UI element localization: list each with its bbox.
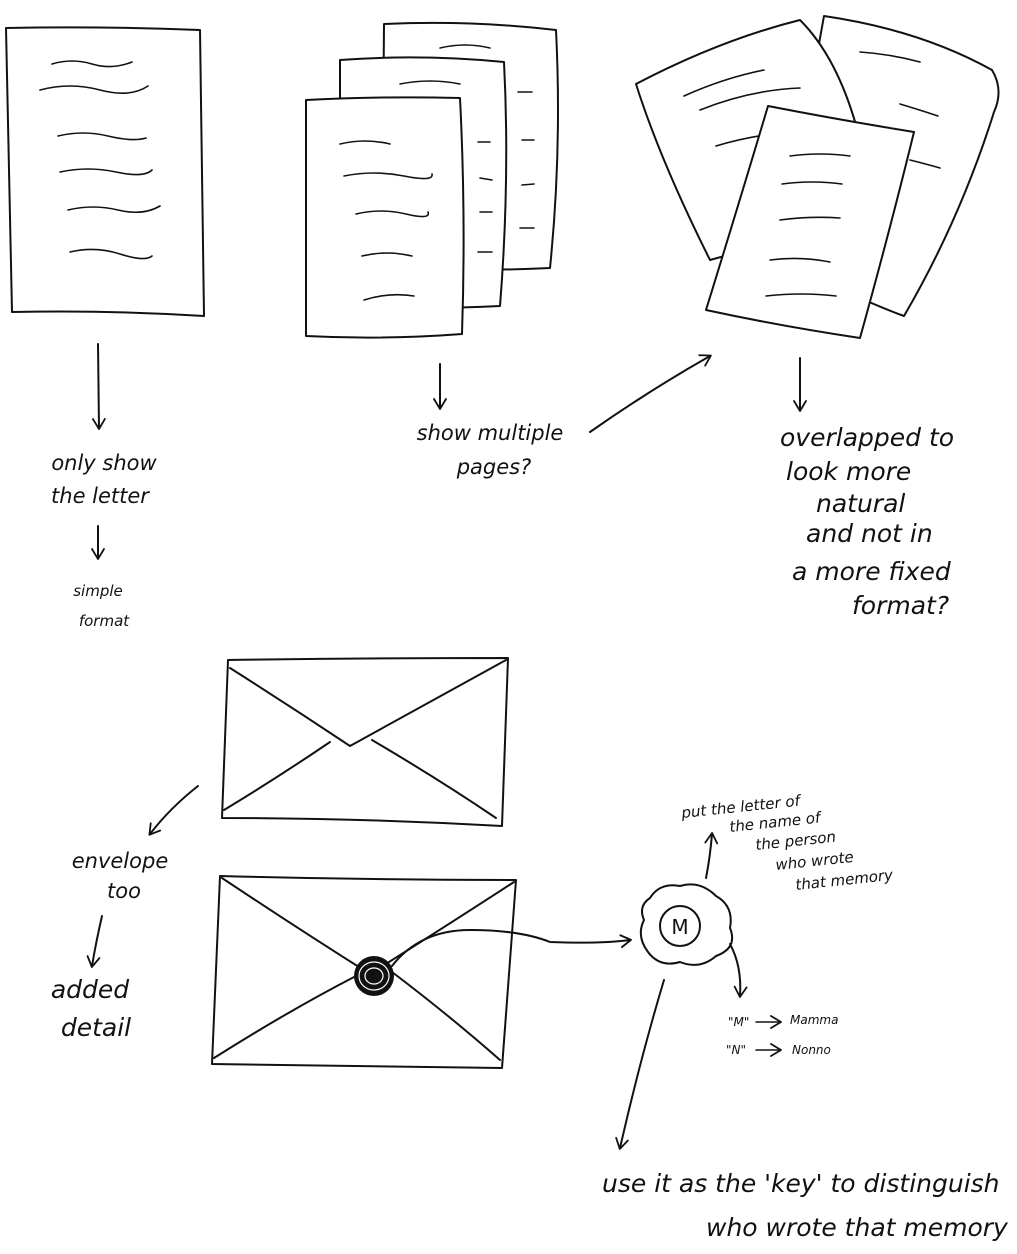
plain-envelope-sketch [221, 657, 509, 827]
caption-natural: natural [816, 489, 905, 518]
caption-detail: detail [61, 1013, 131, 1042]
added-detail-caption: added detail [51, 975, 131, 1042]
caption-look-more: look more [786, 457, 911, 486]
envelope-arrow [148, 785, 199, 836]
caption-overlapped-to: overlapped to [780, 423, 954, 452]
caption-pages: pages? [456, 455, 532, 479]
key-m-code: "M" [728, 1015, 749, 1029]
pages-to-overlapped-arrow [589, 354, 712, 433]
seal-instruction-arrow [704, 832, 719, 879]
caption-format-question: format? [852, 591, 949, 620]
caption-and-not-in: and not in [806, 519, 933, 548]
added-detail-arrow [86, 915, 103, 968]
multiple-pages-sketch [305, 21, 559, 339]
key-m-name: Mamma [790, 1013, 838, 1027]
caption-use-it-as-key: use it as the 'key' to distinguish [602, 1169, 1000, 1198]
single-letter-arrow [91, 343, 106, 430]
caption-too: too [107, 879, 141, 903]
caption-who-wrote-memory: who wrote that memory [706, 1213, 1009, 1242]
key-n-name: Nonno [792, 1043, 831, 1057]
key-n-code: "N" [726, 1043, 746, 1057]
seal-key-arrow [729, 943, 748, 998]
single-letter-caption: only show the letter [51, 451, 157, 508]
key-usage-caption: use it as the 'key' to distinguish who w… [602, 1169, 1009, 1242]
multiple-pages-caption: show multiple pages? [417, 421, 564, 479]
overlapped-pages-sketch [635, 15, 1000, 339]
caption-added: added [51, 975, 129, 1004]
caption-a-more-fixed: a more fixed [792, 557, 951, 586]
seal-closeup: M [639, 883, 734, 966]
simple-format-caption: simple format [73, 582, 130, 630]
single-letter-sketch [5, 26, 205, 317]
caption-only-show: only show [51, 451, 157, 475]
caption-the-letter: the letter [51, 484, 150, 508]
caption-envelope: envelope [72, 849, 169, 873]
seal-letter: M [671, 915, 688, 939]
caption-simple: simple [73, 582, 123, 600]
overlapped-caption: overlapped to look more natural and not … [780, 423, 954, 620]
wax-seal-scribble [354, 956, 394, 996]
seal-key-legend: "M" Mamma "N" Nonno [726, 1013, 838, 1057]
envelope-caption: envelope too [72, 849, 169, 903]
caption-format: format [79, 612, 130, 630]
key-usage-arrow [615, 979, 665, 1150]
seal-to-closeup-arrow [391, 929, 632, 967]
caption-show-multiple: show multiple [417, 421, 564, 445]
